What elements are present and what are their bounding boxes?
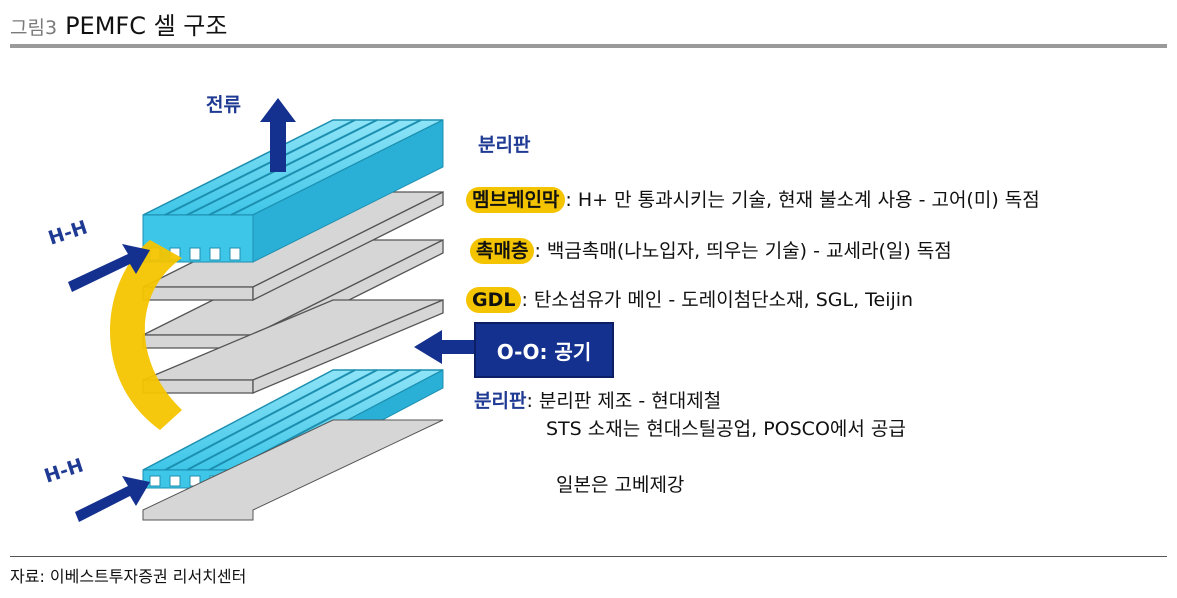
- separator2-line1: : 분리판 제조 - 현대제철: [526, 390, 722, 412]
- bottom-base-layer: [142, 419, 444, 521]
- current-arrow: [260, 98, 296, 172]
- separator-plate-top: [142, 119, 444, 263]
- air-arrow: [414, 330, 478, 364]
- separator2-line3: 일본은 고베제강: [556, 474, 685, 496]
- hh-arrow-bottom: [75, 476, 150, 522]
- figure-title: PEMFC 셀 구조: [65, 12, 228, 40]
- gdl-row: GDL: 탄소섬유가 메인 - 도레이첨단소재, SGL, Teijin: [466, 285, 914, 313]
- figure-header: 그림3 PEMFC 셀 구조: [10, 6, 227, 42]
- catalyst-row: 촉매층: 백금촉매(나노입자, 띄우는 기술) - 교세라(일) 독점: [470, 236, 952, 264]
- membrane-row: 멤브레인막: H+ 만 통과시키는 기술, 현재 불소계 사용 - 고어(미) …: [466, 185, 1040, 213]
- header-divider: [10, 44, 1167, 48]
- source-note: 자료: 이베스트투자증권 리서치센터: [10, 567, 247, 586]
- membrane-term: 멤브레인막: [466, 187, 566, 213]
- current-label: 전류: [206, 94, 241, 116]
- gdl-desc: : 탄소섬유가 메인 - 도레이첨단소재, SGL, Teijin: [521, 289, 914, 311]
- air-label-box: O-O: 공기: [474, 322, 614, 378]
- catalyst-desc: : 백금촉매(나노입자, 띄우는 기술) - 교세라(일) 독점: [534, 240, 952, 262]
- separator2-term: 분리판: [474, 390, 527, 412]
- separator2-row: 분리판: 분리판 제조 - 현대제철: [474, 386, 721, 413]
- hh-arrow-top: [68, 244, 150, 292]
- footer-divider: [10, 556, 1167, 557]
- membrane-desc: : H+ 만 통과시키는 기술, 현재 불소계 사용 - 고어(미) 독점: [565, 189, 1040, 211]
- separator2-line2: STS 소재는 현대스틸공업, POSCO에서 공급: [546, 418, 906, 440]
- gdl-term: GDL: [466, 287, 522, 313]
- mea-layers: [142, 190, 444, 394]
- hydrogen-flow-band: [110, 240, 182, 430]
- separator-label: 분리판: [478, 134, 531, 156]
- figure-label: 그림3: [10, 17, 58, 39]
- catalyst-term: 촉매층: [470, 238, 535, 264]
